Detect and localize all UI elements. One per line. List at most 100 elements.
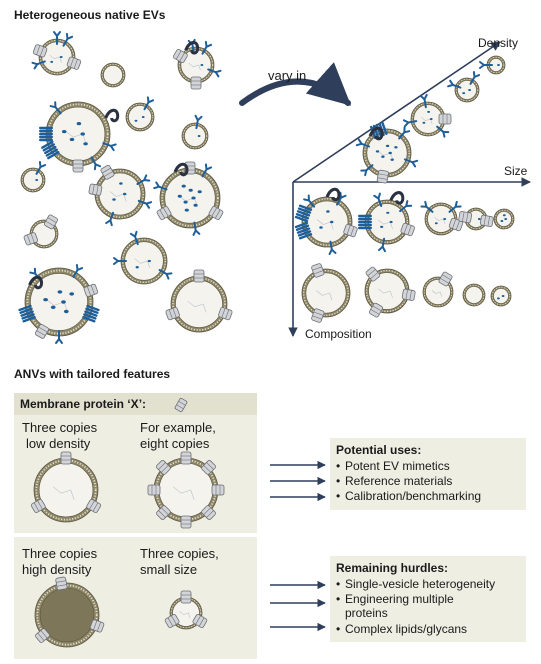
uses-item: Calibration/benchmarking xyxy=(345,489,481,503)
transmembrane-protein xyxy=(41,140,60,160)
vesicle xyxy=(420,200,464,236)
protein-x-glyph xyxy=(174,397,188,413)
vesicle xyxy=(100,62,126,88)
hurdles-item: Complex lipids/glycans xyxy=(345,622,467,636)
protein-x xyxy=(311,263,325,278)
uses-box xyxy=(330,438,526,510)
protein-x xyxy=(147,484,161,496)
anv-panel-header xyxy=(14,393,257,415)
surface-protein xyxy=(336,191,347,206)
protein-x xyxy=(401,288,416,301)
surface-protein xyxy=(469,71,481,85)
surface-protein xyxy=(153,181,168,191)
vesicle xyxy=(173,38,222,90)
surface-protein xyxy=(72,264,84,278)
vesicle xyxy=(358,191,415,253)
surface-protein xyxy=(31,60,46,70)
protein-x xyxy=(343,224,358,238)
uses-bullet: • xyxy=(336,459,340,473)
protein-x xyxy=(458,211,473,224)
surface-protein xyxy=(378,237,386,253)
surface-protein xyxy=(360,164,374,177)
uses-arrows xyxy=(270,460,326,502)
protein-x xyxy=(211,484,225,496)
protein-x xyxy=(35,324,49,339)
surface-protein xyxy=(136,174,151,185)
anv-small-size xyxy=(164,590,208,630)
section-title-anvs: ANVs with tailored features xyxy=(14,367,170,381)
vesicle xyxy=(23,214,59,249)
vesicle xyxy=(462,283,486,307)
vesicle xyxy=(113,230,173,285)
axis-label-density: Density xyxy=(478,36,518,50)
vesicle xyxy=(165,269,233,333)
vesicle xyxy=(125,96,155,132)
glycan-hook xyxy=(368,126,384,141)
protein-x xyxy=(35,628,50,643)
cell-eight-copies-line1: For example, xyxy=(140,420,216,435)
transmembrane-protein xyxy=(18,304,36,323)
protein-x xyxy=(89,619,105,633)
vesicle xyxy=(490,285,512,307)
protein-x xyxy=(369,302,383,318)
surface-protein xyxy=(158,269,173,280)
protein-x xyxy=(55,576,68,591)
transmembrane-protein xyxy=(294,204,313,223)
vesicle xyxy=(493,208,515,230)
native-ev-cluster xyxy=(18,31,233,344)
protein-x xyxy=(376,169,389,184)
protein-x xyxy=(201,505,216,520)
vesicle xyxy=(364,266,416,318)
surface-protein xyxy=(399,200,413,213)
uses-item: Reference materials xyxy=(345,474,452,488)
protein-x xyxy=(156,206,172,220)
cell-low-density-line1: Three copies xyxy=(22,420,98,435)
cell-high-density-line1: Three copies xyxy=(22,546,98,561)
hurdles-title: Remaining hurdles: xyxy=(336,561,448,575)
axis-density xyxy=(292,41,501,183)
surface-protein xyxy=(447,79,462,89)
surface-protein xyxy=(201,40,213,55)
vesicle xyxy=(355,121,419,184)
cell-eight-copies-line2: eight copies xyxy=(140,436,210,451)
protein-x xyxy=(88,183,103,196)
transmembrane-protein xyxy=(294,221,313,240)
anv-low-density xyxy=(30,451,102,523)
protein-x xyxy=(201,460,216,475)
glycan-hook xyxy=(104,108,120,123)
protein-x xyxy=(180,515,192,529)
surface-protein xyxy=(419,93,428,109)
hurdles-item: Single-vesicle heterogeneity xyxy=(345,577,495,591)
surface-protein xyxy=(143,96,155,111)
protein-x xyxy=(365,266,381,282)
surface-protein xyxy=(373,192,383,207)
surface-protein xyxy=(328,240,337,256)
hurdles-box xyxy=(330,556,526,642)
surface-protein xyxy=(55,330,63,344)
protein-x xyxy=(30,499,46,513)
hurdles-bullet: • xyxy=(336,622,340,636)
vesicle xyxy=(18,264,100,344)
protein-x xyxy=(190,76,202,90)
vesicle xyxy=(301,263,351,323)
surface-protein xyxy=(355,138,371,148)
hurdles-bullet: • xyxy=(336,592,340,606)
surface-protein xyxy=(102,142,117,152)
surface-protein xyxy=(201,163,213,178)
cell-high-density-line2: high density xyxy=(22,562,92,577)
axis-label-size: Size xyxy=(504,164,528,178)
axis-ev-series xyxy=(294,55,515,323)
protein-x xyxy=(180,451,192,465)
surface-protein xyxy=(192,221,201,236)
protein-x xyxy=(72,159,84,173)
variation-axes xyxy=(288,41,531,337)
protein-x xyxy=(66,56,82,70)
protein-x xyxy=(173,49,188,63)
vesicle xyxy=(447,71,481,103)
surface-protein xyxy=(420,200,434,213)
vesicle xyxy=(422,271,454,308)
protein-x xyxy=(193,269,205,283)
surface-protein xyxy=(113,257,127,265)
vesicle xyxy=(88,164,153,227)
